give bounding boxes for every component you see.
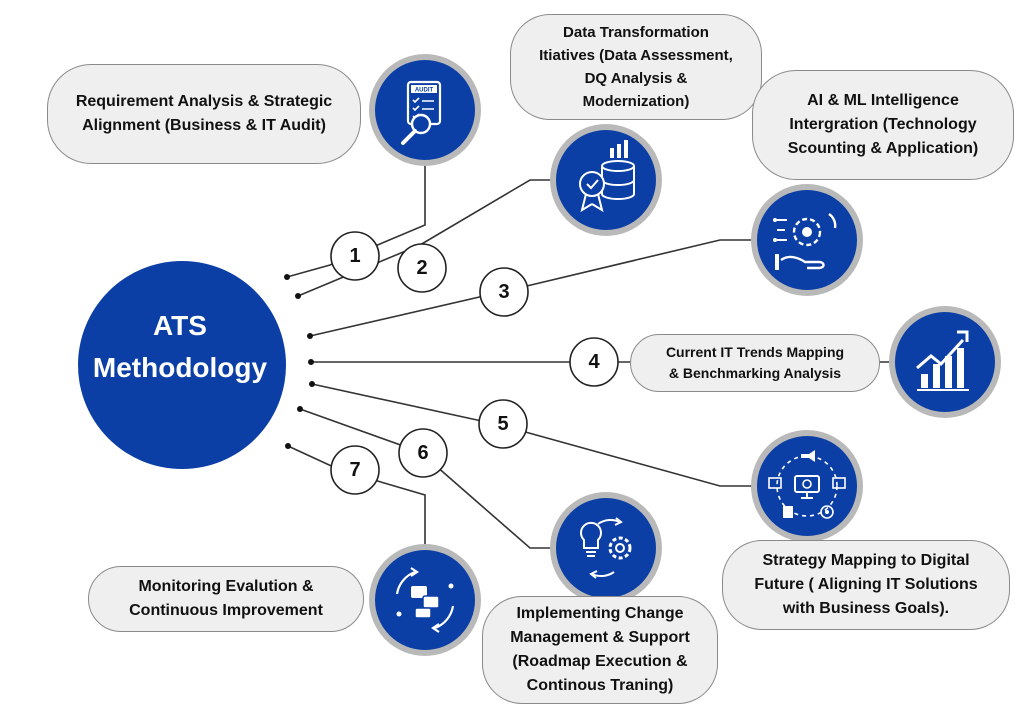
center-circle: [78, 261, 286, 469]
data-quality-badge-icon: [550, 124, 662, 236]
step-3-line-3: Scounting & Application): [787, 140, 979, 157]
number-circle-2: [397, 243, 447, 293]
step-7-line-1: Monitoring Evalution &: [138, 578, 314, 595]
step-3-line-2: Intergration (Technology: [789, 116, 977, 133]
step-number-1: 1: [349, 244, 361, 267]
connector-dots: [284, 274, 315, 449]
step-6-line-3: (Roadmap Execution &: [512, 653, 688, 670]
step-1-line-2: Alignment (Business & IT Audit): [82, 117, 326, 134]
step-label-7: Monitoring Evalution & Continuous Improv…: [88, 566, 364, 632]
number-circle-3: [479, 267, 529, 317]
number-circle-4: [569, 337, 619, 387]
idea-gears-cycle-icon: [550, 492, 662, 604]
step-2-line-1: Data Transformation: [563, 24, 709, 41]
step-7-line-2: Continuous Improvement: [129, 602, 323, 619]
step-2-line-4: Modernization): [582, 93, 690, 110]
step-label-4: Current IT Trends Mapping & Benchmarking…: [630, 334, 880, 392]
step-6-line-4: Continous Traning): [526, 677, 674, 694]
step-number-3: 3: [498, 280, 510, 303]
connector-step-1: [286, 165, 426, 278]
step-label-3: AI & ML Intelligence Intergration (Techn…: [752, 70, 1014, 180]
number-circle-6: [398, 428, 448, 478]
ai-gear-hand-icon: [751, 184, 863, 296]
step-label-2: Data Transformation Itiatives (Data Asse…: [510, 14, 762, 120]
step-2-line-2: Itiatives (Data Assessment,: [539, 47, 733, 64]
number-circle-1: [330, 231, 380, 281]
step-4-line-2: & Benchmarking Analysis: [668, 365, 842, 381]
step-label-5: Strategy Mapping to Digital Future ( Ali…: [722, 540, 1010, 630]
step-number-2: 2: [416, 256, 428, 279]
center-title: ATS Methodology: [80, 305, 280, 389]
connector-step-3: [309, 239, 760, 337]
svg-text:AUDIT: AUDIT: [415, 88, 434, 94]
center-title-line-2: Methodology: [92, 352, 268, 383]
step-5-line-2: Future ( Aligning IT Solutions: [754, 576, 978, 593]
audit-checklist-icon: AUDIT: [369, 54, 481, 166]
step-2-line-3: DQ Analysis &: [584, 70, 688, 87]
step-5-line-3: with Business Goals).: [782, 600, 950, 617]
connector-step-7: [287, 445, 426, 555]
center-title-line-1: ATS: [153, 310, 207, 341]
number-circle-7: [330, 445, 380, 495]
step-6-line-2: Management & Support: [510, 629, 690, 646]
number-circles: [330, 231, 619, 495]
step-number-4: 4: [588, 350, 600, 373]
icon-circles: AUDIT: [369, 54, 1001, 656]
step-label-1: Requirement Analysis & Strategic Alignme…: [47, 64, 361, 164]
number-circle-5: [478, 399, 528, 449]
step-number-6: 6: [417, 441, 429, 464]
connector-step-5: [311, 383, 780, 487]
step-4-line-1: Current IT Trends Mapping: [665, 344, 845, 360]
rising-chart-icon: [889, 306, 1001, 418]
step-number-5: 5: [497, 412, 509, 435]
step-number-7: 7: [349, 458, 361, 481]
step-label-6: Implementing Change Management & Support…: [482, 596, 718, 704]
feedback-cycle-chat-icon: [369, 544, 481, 656]
step-5-line-1: Strategy Mapping to Digital: [762, 552, 970, 569]
digital-strategy-monitor-icon: [751, 430, 863, 542]
step-1-line-1: Requirement Analysis & Strategic: [75, 93, 333, 110]
step-3-line-1: AI & ML Intelligence: [807, 92, 959, 109]
step-6-line-1: Implementing Change: [516, 605, 684, 622]
